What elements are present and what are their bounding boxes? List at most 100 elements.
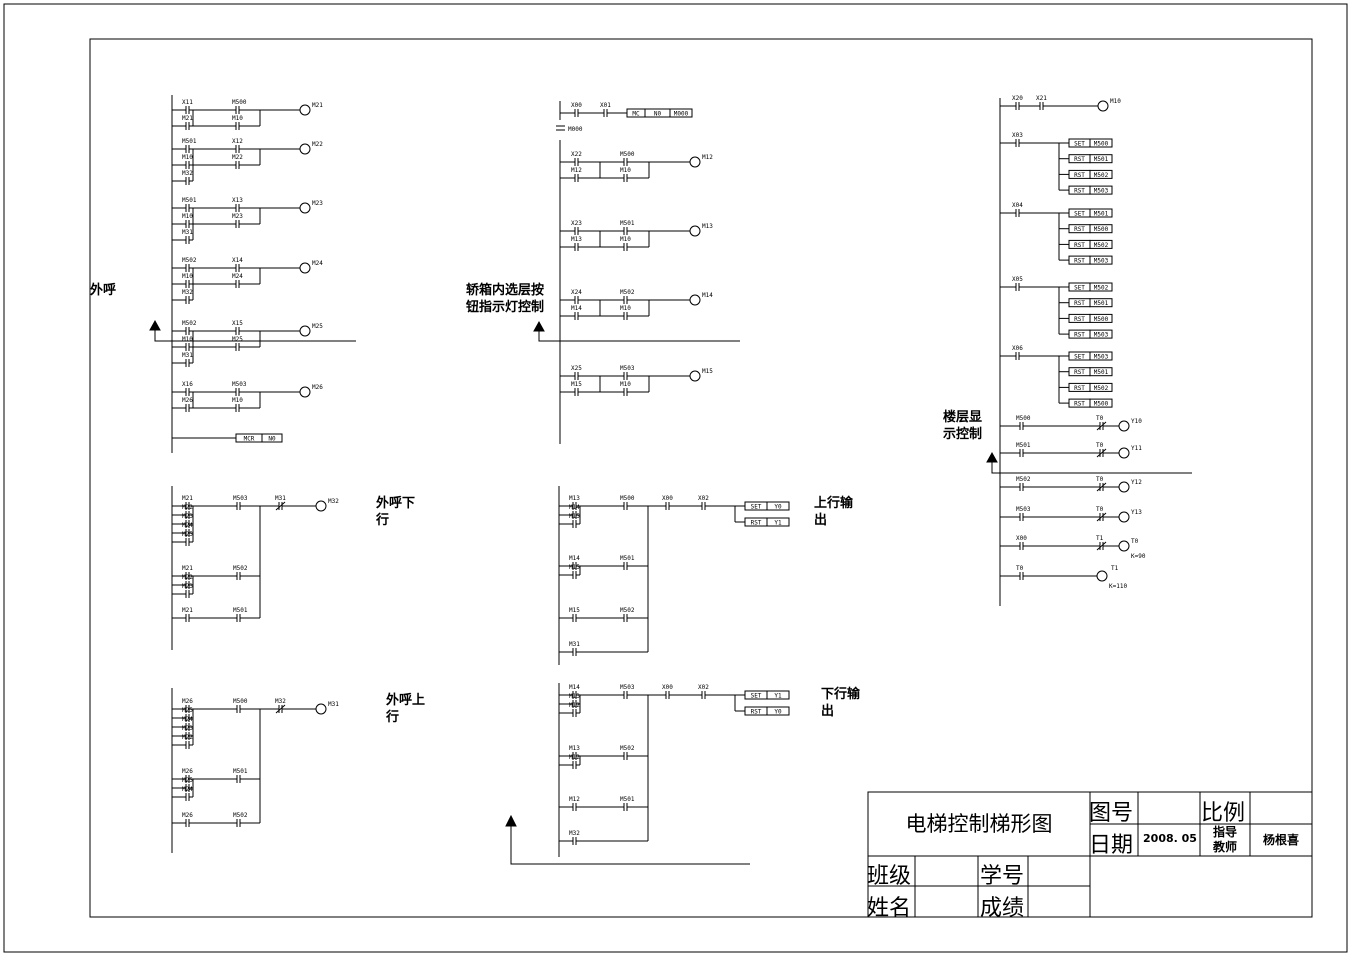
contact-label: X02: [698, 495, 709, 502]
instr-cell: [1089, 169, 1113, 179]
outer-call-label: 外呼: [90, 283, 117, 298]
date-value: 2008. 05: [1143, 832, 1197, 845]
contact-label: M500: [1016, 415, 1031, 422]
contact-label: M12: [571, 167, 582, 174]
coil: [315, 500, 327, 512]
instr-cell: [1089, 367, 1113, 377]
contact-label: M10: [182, 336, 193, 343]
contact-label: X06: [1012, 345, 1023, 352]
contact-label: M502: [233, 565, 248, 572]
arrow-floor-display: [986, 451, 1192, 474]
set-rst-instr: M502: [1094, 285, 1109, 292]
set-rst-instr: M502: [1094, 385, 1109, 392]
contact-label: M10: [182, 213, 193, 220]
outer-sheet-border: [3, 3, 1348, 953]
contact-label: M503: [620, 365, 635, 372]
contact-label: M24: [232, 273, 243, 280]
contact-label: M501: [233, 768, 248, 775]
contact-label: M13: [569, 495, 580, 502]
contact-label: M14: [571, 305, 582, 312]
instr-cell: [1089, 138, 1113, 148]
mc-bus-label: M000: [568, 126, 583, 133]
contact-label: X16: [182, 381, 193, 388]
coil-label: Y11: [1131, 445, 1142, 452]
coil: [299, 104, 311, 116]
contact-label: M10: [232, 115, 243, 122]
contact-label: M501: [620, 555, 635, 562]
contact-label: T0: [1096, 476, 1104, 483]
contact-label: T1: [1096, 535, 1104, 542]
contact-label: M26: [182, 768, 193, 775]
contact-label: M502: [1016, 476, 1031, 483]
contact-label: M21: [182, 115, 193, 122]
contact-label: M23: [182, 725, 193, 732]
name-label: 姓名: [867, 896, 912, 921]
contact-label: M32: [182, 170, 193, 177]
contact-label: M503: [620, 684, 635, 691]
set-rst-instr: M502: [1094, 172, 1109, 179]
title-block-grid: [867, 791, 1313, 918]
contact-label: M10: [232, 397, 243, 404]
contact-label: M503: [1016, 506, 1031, 513]
set-rst-instr: RST: [1074, 369, 1085, 376]
date-label: 日期: [1089, 833, 1134, 858]
coil: [1097, 100, 1109, 112]
coil: [299, 386, 311, 398]
contact-label: M31: [182, 352, 193, 359]
set-rst-instr: RST: [751, 520, 762, 527]
contact-label: T0: [1096, 415, 1104, 422]
student-no-label: 学号: [980, 864, 1025, 889]
contact-label: M500: [620, 151, 635, 158]
contact-label: M25: [182, 707, 193, 714]
set-rst-instr: RST: [1074, 316, 1085, 323]
coil: [689, 294, 701, 306]
contact-label: T0: [1096, 506, 1104, 513]
contact-label: M25: [182, 777, 193, 784]
down-output-label: 下行输 出: [821, 687, 861, 719]
set-rst-instr: M500: [1094, 316, 1109, 323]
contact-label: M24: [182, 786, 193, 793]
contact-label: M15: [569, 607, 580, 614]
arrow-car-button: [533, 320, 740, 342]
instr-cell: [766, 517, 790, 527]
contact-label: T0: [1096, 442, 1104, 449]
contact-label: M502: [233, 812, 248, 819]
contact-label: X00: [662, 495, 673, 502]
outer-call-up-label: 外呼上 行: [386, 693, 426, 725]
set-rst-instr: RST: [1074, 332, 1085, 339]
contact-label: M500: [233, 698, 248, 705]
nc-slash: [275, 501, 286, 511]
contact-label: M10: [620, 381, 631, 388]
contact-label: M22: [182, 574, 193, 581]
set-rst-instr: M503: [1094, 188, 1109, 195]
set-rst-instr: RST: [751, 709, 762, 716]
instr-cell: [1089, 282, 1113, 292]
instr-cell: [766, 706, 790, 716]
contact-label: M15: [569, 513, 580, 520]
contact-label: X24: [571, 289, 582, 296]
contact-label: M501: [620, 220, 635, 227]
up-output-label: 上行输 出: [814, 496, 854, 528]
contact-label: M22: [182, 734, 193, 741]
set-rst-instr: SET: [1074, 285, 1085, 292]
contact-label: M24: [182, 522, 193, 529]
set-rst-instr: RST: [1074, 242, 1085, 249]
instructor-label: 指导 教师: [1212, 825, 1237, 854]
contact-label: M500: [620, 495, 635, 502]
contact-label: M26: [182, 698, 193, 705]
contact-label: M13: [569, 693, 580, 700]
coil-label: M15: [702, 368, 713, 375]
coil-label: M23: [312, 200, 323, 207]
contact-label: X15: [232, 320, 243, 327]
set-rst-instr: RST: [1074, 401, 1085, 408]
fig-no-label: 图号: [1089, 801, 1134, 826]
nc-slash: [1096, 482, 1107, 492]
set-rst-instr: Y0: [774, 709, 782, 716]
coil-label: M12: [702, 154, 713, 161]
coil-label: M25: [312, 323, 323, 330]
coil-label: M22: [312, 141, 323, 148]
coil: [299, 262, 311, 274]
instructor-value: 杨根喜: [1262, 833, 1299, 847]
